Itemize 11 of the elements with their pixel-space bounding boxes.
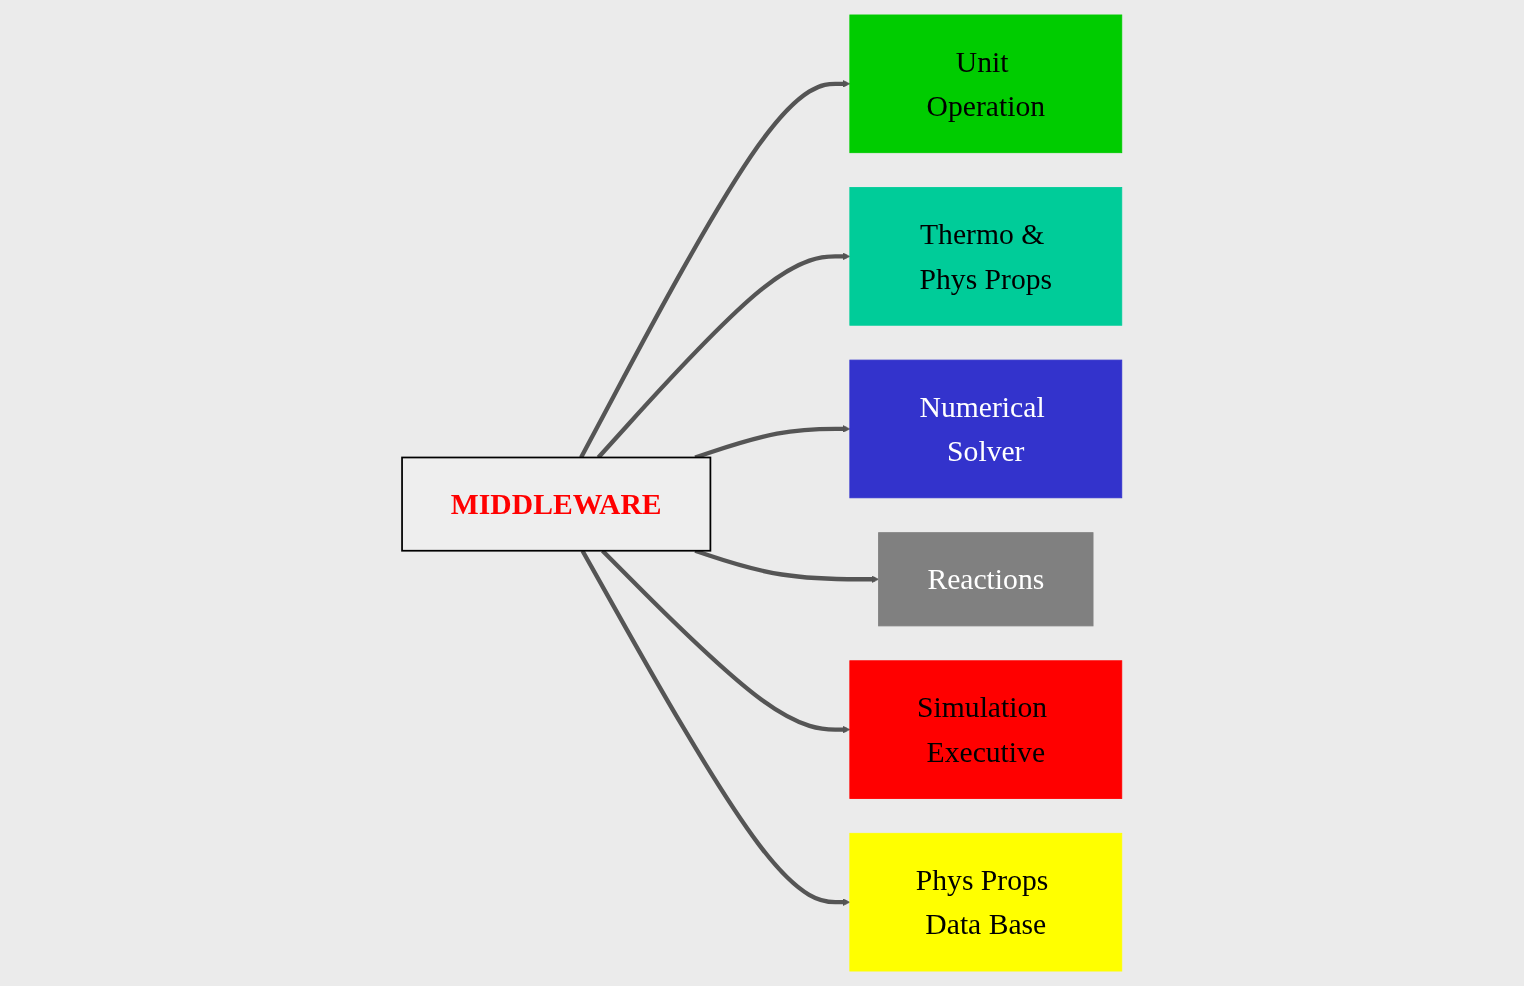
node-box: Phys Props Data Base xyxy=(849,832,1123,972)
arrow xyxy=(579,80,851,459)
arrow xyxy=(580,549,851,906)
node-box: MIDDLEWARE xyxy=(401,456,712,552)
node-box: Thermo & Phys Props xyxy=(849,187,1123,326)
node-box: Reactions xyxy=(878,532,1094,627)
node-box: Numerical Solver xyxy=(849,359,1123,499)
arrow xyxy=(596,252,851,459)
node-box: Simulation Executive xyxy=(849,660,1123,799)
arrow xyxy=(601,549,851,734)
node-box: Unit Operation xyxy=(849,14,1123,154)
